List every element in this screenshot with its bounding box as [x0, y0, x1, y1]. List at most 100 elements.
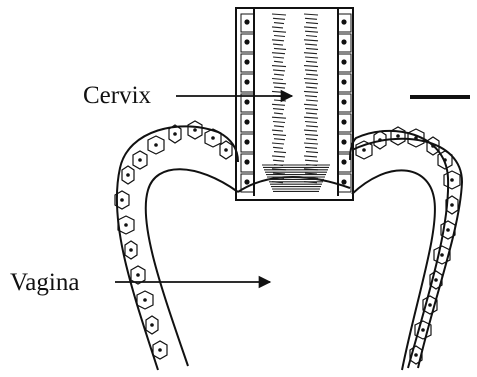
cell-nucleus: [450, 203, 454, 207]
cell-nucleus: [443, 158, 447, 162]
hatch-stroke: [274, 48, 286, 49]
cell-nucleus: [211, 136, 215, 140]
cell-nucleus: [224, 148, 228, 152]
epithelial-cells: [115, 121, 460, 364]
label-cervix: Cervix: [83, 82, 152, 109]
hatch-stroke: [304, 130, 317, 131]
hatch-stroke: [304, 40, 318, 41]
cell-nucleus: [362, 148, 366, 152]
cell-nucleus: [244, 159, 249, 164]
hatch-stroke: [274, 61, 283, 62]
cell-nucleus: [244, 179, 249, 184]
hatch-stroke: [272, 27, 283, 28]
hatch-stroke: [274, 74, 284, 75]
hatch-stroke: [272, 91, 284, 92]
cell-nucleus: [414, 136, 418, 140]
hatch-stroke: [305, 57, 318, 58]
hatch-stroke: [305, 31, 318, 32]
cell-nucleus: [244, 119, 249, 124]
hatch-stroke: [274, 139, 285, 140]
hatch-stroke: [304, 79, 317, 80]
cell-nucleus: [341, 99, 346, 104]
hatch-stroke: [272, 53, 285, 54]
vaginal-wall-right-outer: [350, 131, 448, 368]
cell-nucleus: [450, 178, 454, 182]
hatch-stroke: [304, 53, 317, 54]
cell-nucleus: [136, 273, 140, 277]
hatch-stroke: [273, 70, 285, 71]
cell-nucleus: [434, 278, 438, 282]
cell-nucleus: [138, 158, 142, 162]
vaginal-wall-left-inner: [146, 169, 238, 366]
cell-nucleus: [173, 132, 177, 136]
hatch-stroke: [273, 18, 285, 19]
hatch-stroke: [304, 104, 317, 105]
vaginal-wall-right-outer-edge: [352, 139, 462, 368]
hatch-stroke: [272, 104, 285, 105]
cell-nucleus: [244, 99, 249, 104]
hatch-stroke: [305, 109, 318, 110]
hatch-stroke: [304, 14, 318, 15]
hatch-stroke: [272, 66, 286, 67]
hatch-stroke: [306, 23, 318, 24]
cell-nucleus: [124, 223, 128, 227]
hatch-stroke: [272, 117, 286, 118]
hatch-stroke: [304, 156, 317, 157]
hatch-stroke: [304, 66, 318, 67]
cell-nucleus: [446, 228, 450, 232]
hatch-stroke: [304, 143, 318, 144]
cell-nucleus: [150, 323, 154, 327]
label-vagina: Vagina: [10, 269, 79, 296]
hatch-stroke: [305, 160, 318, 161]
hatch-stroke: [272, 156, 285, 157]
cell-nucleus: [414, 353, 418, 357]
hatch-stroke: [272, 143, 284, 144]
cell-nucleus: [120, 198, 124, 202]
hatch-stroke: [274, 87, 285, 88]
cell-nucleus: [244, 59, 249, 64]
hatch-stroke: [273, 31, 286, 32]
hatch-stroke: [305, 134, 318, 135]
hatch-stroke: [272, 130, 283, 131]
hatch-stroke: [305, 96, 317, 97]
hatch-stroke: [306, 100, 318, 101]
hatch-stroke: [272, 79, 283, 80]
cell-nucleus: [129, 248, 133, 252]
cell-nucleus: [341, 119, 346, 124]
cell-nucleus: [341, 159, 346, 164]
hatch-stroke: [273, 83, 286, 84]
hatch-stroke: [273, 147, 283, 148]
cell-nucleus: [341, 59, 346, 64]
cell-nucleus: [158, 348, 162, 352]
hatch-stroke: [272, 40, 284, 41]
hatch-stroke: [306, 36, 317, 37]
cell-nucleus: [421, 328, 425, 332]
hatch-stroke: [274, 23, 284, 24]
cell-nucleus: [193, 128, 197, 132]
hatch-stroke: [306, 87, 317, 88]
cell-nucleus: [244, 39, 249, 44]
cell-nucleus: [154, 143, 158, 147]
cell-nucleus: [143, 298, 147, 302]
hatch-stroke: [304, 117, 318, 118]
cervical-canal-hatching: [262, 14, 330, 191]
cell-nucleus: [341, 19, 346, 24]
cell-nucleus: [244, 139, 249, 144]
hatch-stroke: [305, 44, 317, 45]
hatch-stroke: [305, 173, 317, 174]
hatch-stroke: [304, 91, 318, 92]
hatch-stroke: [274, 152, 286, 153]
hatch-stroke: [306, 126, 318, 127]
hatch-stroke: [273, 44, 283, 45]
cell-nucleus: [341, 79, 346, 84]
hatch-stroke: [306, 152, 318, 153]
cell-nucleus: [126, 173, 130, 177]
hatch-stroke: [304, 27, 317, 28]
hatch-stroke: [305, 83, 318, 84]
hatch-stroke: [306, 113, 317, 114]
hatch-stroke: [305, 18, 317, 19]
hatch-stroke: [273, 122, 285, 123]
hatch-stroke: [273, 160, 284, 161]
hatch-stroke: [306, 48, 318, 49]
